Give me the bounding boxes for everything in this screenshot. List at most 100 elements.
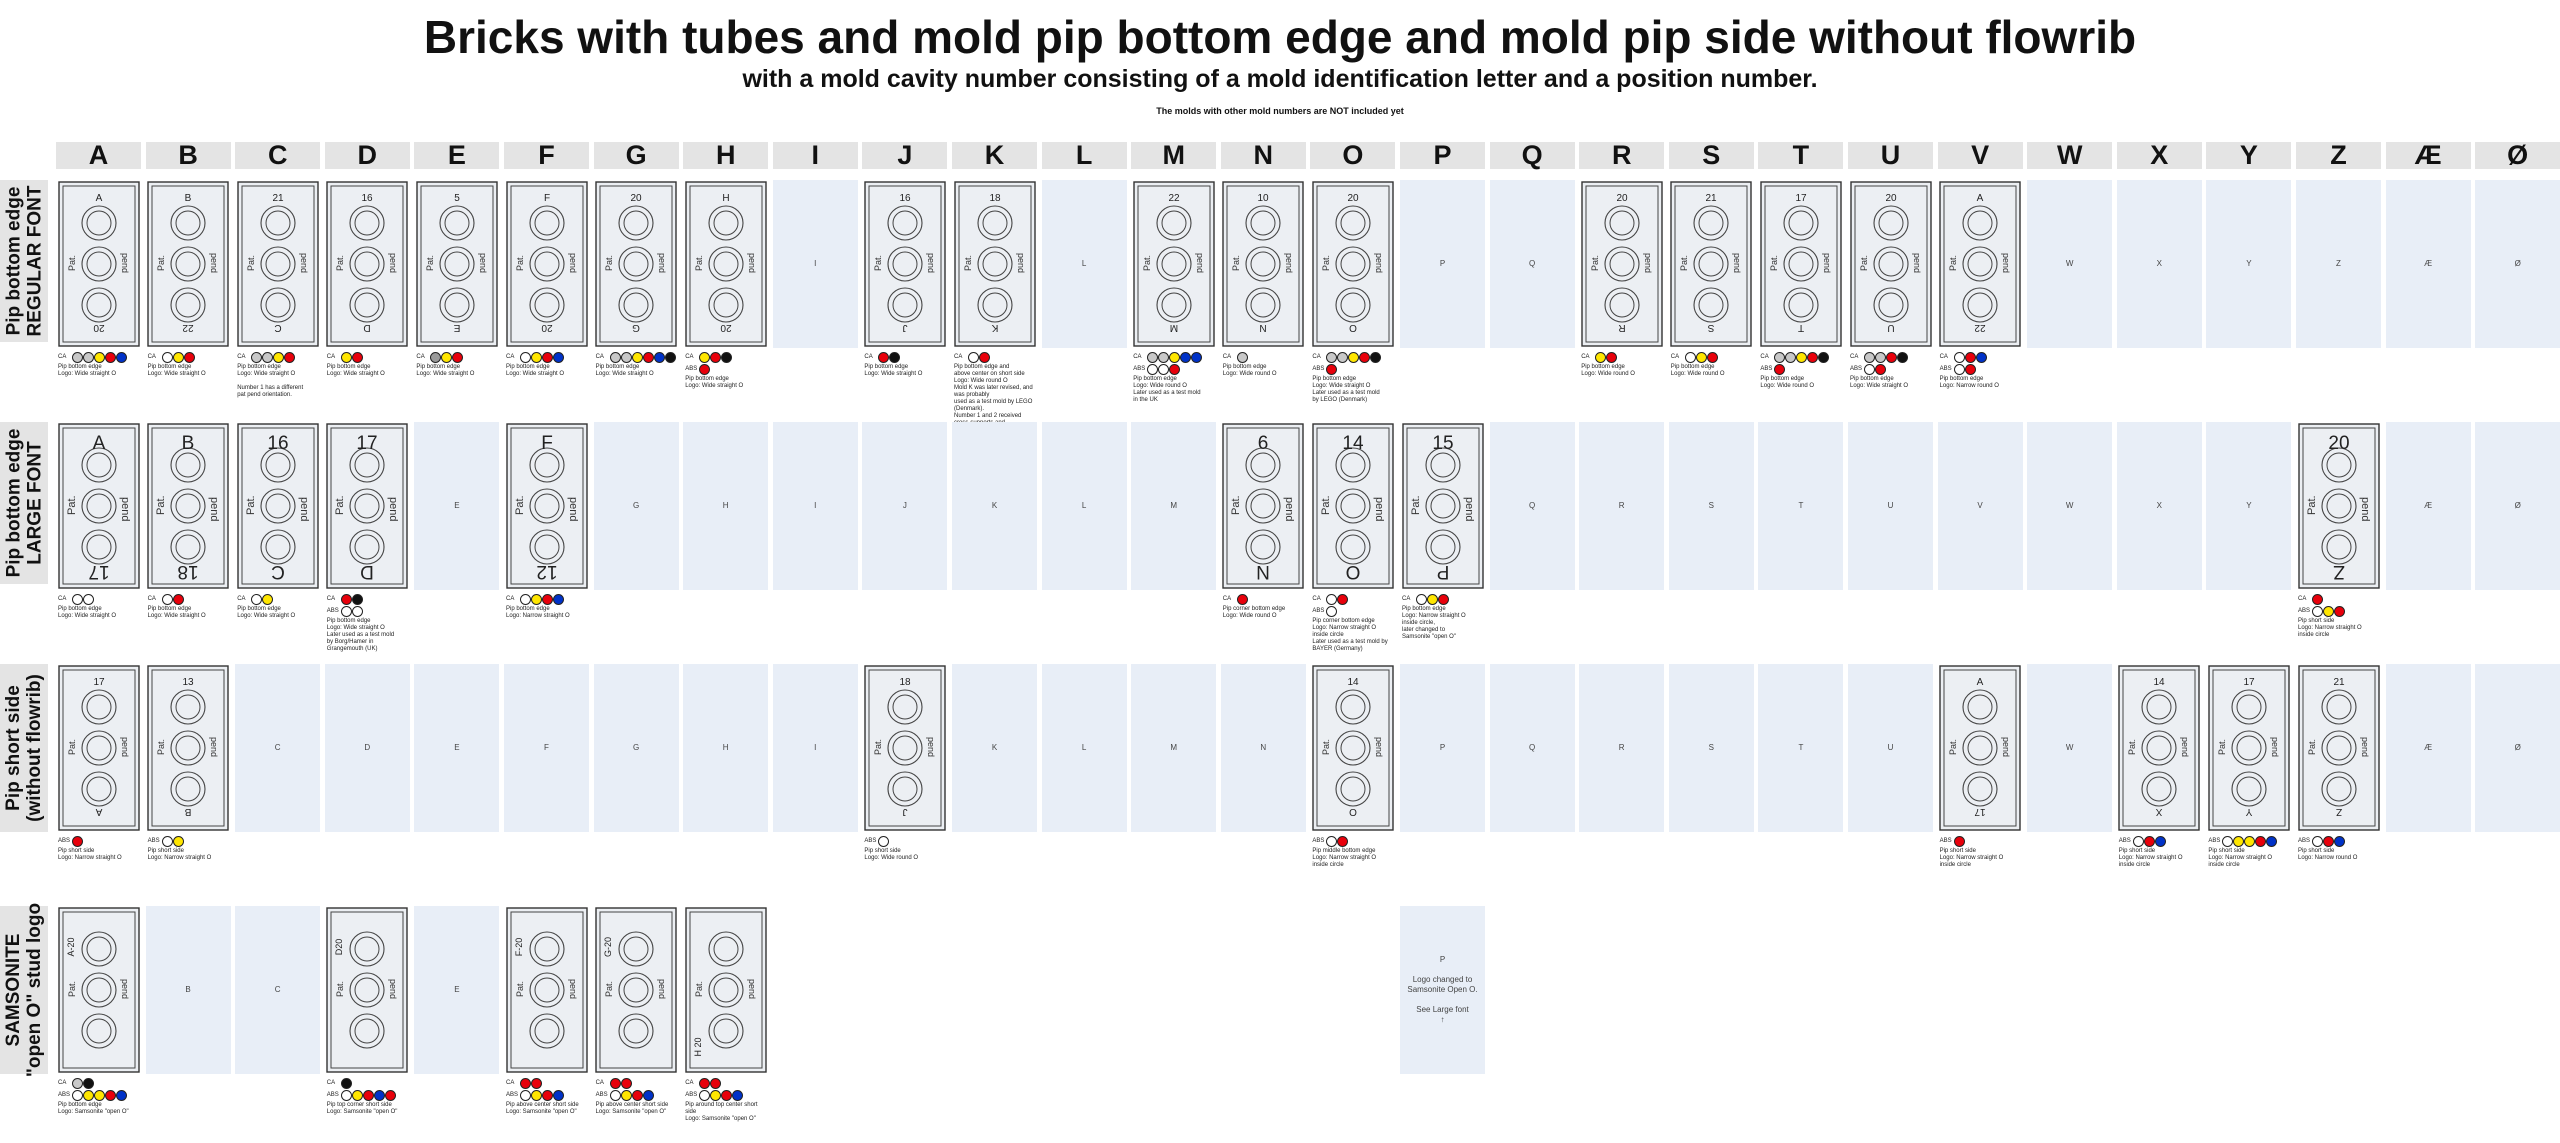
mold-cell-1-23[interactable]: X [2116, 422, 2202, 590]
mold-cell-1-18[interactable]: S [1668, 422, 1754, 590]
mold-cell-2-7[interactable]: H [683, 664, 769, 832]
mold-cell-2-22[interactable]: W [2027, 664, 2113, 832]
mold-cell-0-25[interactable]: Z [2296, 180, 2381, 348]
mold-cell-1-6[interactable]: G [593, 422, 679, 590]
mold-cell-1-21[interactable]: V [1937, 422, 2023, 590]
mold-cell-1-10[interactable]: K [952, 422, 1037, 590]
mold-cell-1-26[interactable]: Æ [2385, 422, 2471, 590]
material-tag: CA [1133, 353, 1142, 360]
mold-cell-2-2[interactable]: C [235, 664, 321, 832]
mold-cell-2-19[interactable]: T [1758, 664, 1844, 832]
mold-cell-0-15[interactable]: P [1400, 180, 1485, 348]
mold-cell-1-8[interactable]: I [772, 422, 858, 590]
mold-cell-0-11[interactable]: L [1041, 180, 1127, 348]
mold-cell-1-19[interactable]: T [1758, 422, 1844, 590]
mold-cell-2-15[interactable]: P [1400, 664, 1485, 832]
mold-cell-2-18[interactable]: S [1668, 664, 1754, 832]
mold-cell-1-20[interactable]: U [1848, 422, 1933, 590]
mold-cell-2-4[interactable]: E [414, 664, 500, 832]
mold-cell-2-5[interactable]: F [504, 664, 589, 832]
mold-cell-1-12[interactable]: M [1131, 422, 1217, 590]
mold-cell-2-13[interactable]: N [1220, 664, 1306, 832]
material-tag: ABS [506, 1091, 519, 1098]
mold-cell-2-8[interactable]: I [772, 664, 858, 832]
mold-cell-3-4[interactable]: E [414, 906, 500, 1074]
mold-cell-2-26[interactable]: Æ [2385, 664, 2471, 832]
mold-cell-3-1[interactable]: B [145, 906, 231, 1074]
mold-cell-0-22[interactable]: W [2027, 180, 2113, 348]
mold-cell-1-9[interactable]: J [862, 422, 948, 590]
mold-cell-3-2[interactable]: C [235, 906, 321, 1074]
column-header-25: Z [2296, 142, 2381, 169]
mold-cell-3-15[interactable]: P Logo changed to Samsonite Open O. See … [1400, 906, 1485, 1074]
mold-cell-2-11[interactable]: L [1041, 664, 1127, 832]
mold-cell-2-3[interactable]: D [324, 664, 410, 832]
mold-cell-1-27[interactable]: Ø [2475, 422, 2560, 590]
mold-cell-2-16[interactable]: Q [1489, 664, 1575, 832]
mold-cell-0-8[interactable]: I [772, 180, 858, 348]
mold-cell-2-20[interactable]: U [1848, 664, 1933, 832]
mold-cell-1-16[interactable]: Q [1489, 422, 1575, 590]
mold-cell-1-22[interactable]: W [2027, 422, 2113, 590]
mold-cell-2-10[interactable]: K [952, 664, 1037, 832]
material-row: CA [954, 351, 1039, 363]
mold-cell-1-4[interactable]: E [414, 422, 500, 590]
mold-cell-0-23[interactable]: X [2116, 180, 2202, 348]
color-dot-red [1606, 351, 1618, 363]
mold-cell-2-17[interactable]: R [1579, 664, 1665, 832]
mold-cell-1-24[interactable]: Y [2206, 422, 2292, 590]
mold-cell-0-27[interactable]: Ø [2475, 180, 2560, 348]
mold-cell-2-12[interactable]: M [1131, 664, 1217, 832]
mold-cell-1-17[interactable]: R [1579, 422, 1665, 590]
mold-cell-1-7[interactable]: H [683, 422, 769, 590]
mold-cell-0-24[interactable]: Y [2206, 180, 2292, 348]
mold-cell-0-26[interactable]: Æ [2385, 180, 2471, 348]
mold-cell-2-27[interactable]: Ø [2475, 664, 2560, 832]
mold-cell-1-11[interactable]: L [1041, 422, 1127, 590]
mold-cell-2-6[interactable]: G [593, 664, 679, 832]
mold-cell-0-16[interactable]: Q [1489, 180, 1575, 348]
